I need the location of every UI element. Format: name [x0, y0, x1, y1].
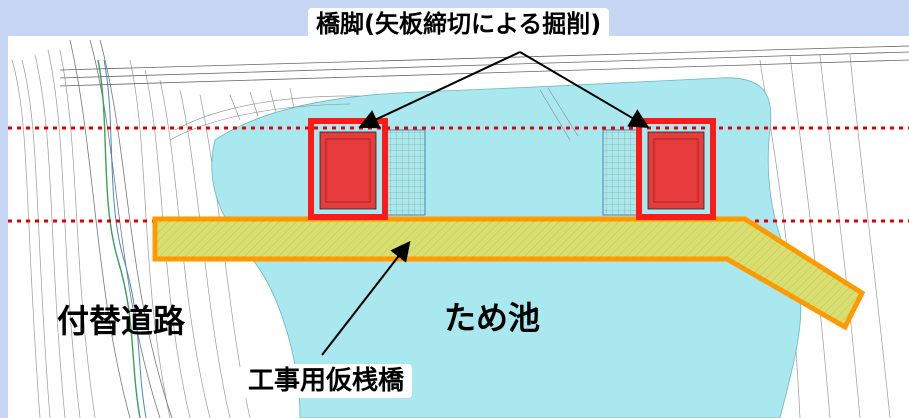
- stream-line-2: [103, 59, 147, 418]
- stream-line: [97, 59, 141, 418]
- arrow-to-temp-bridge: [321, 240, 411, 356]
- pier-scaffold-right: [602, 129, 640, 216]
- arrow-to-left-pier: [358, 51, 521, 129]
- temp-bridge-hatch: [155, 219, 862, 327]
- pier-right: [636, 118, 716, 220]
- detour-road-label: 付替道路: [57, 302, 186, 340]
- main-road-lines: [59, 45, 909, 87]
- slope-hatching: [169, 87, 579, 141]
- pond-label: ため池: [444, 299, 541, 337]
- temp-bridge-label: 工事用仮桟橋: [240, 364, 413, 398]
- pier-scaffold-left: [384, 129, 426, 216]
- pier-label: 橋脚(矢板締切による掘削): [308, 8, 610, 40]
- pier-left: [308, 118, 388, 220]
- arrow-to-right-pier: [519, 51, 650, 129]
